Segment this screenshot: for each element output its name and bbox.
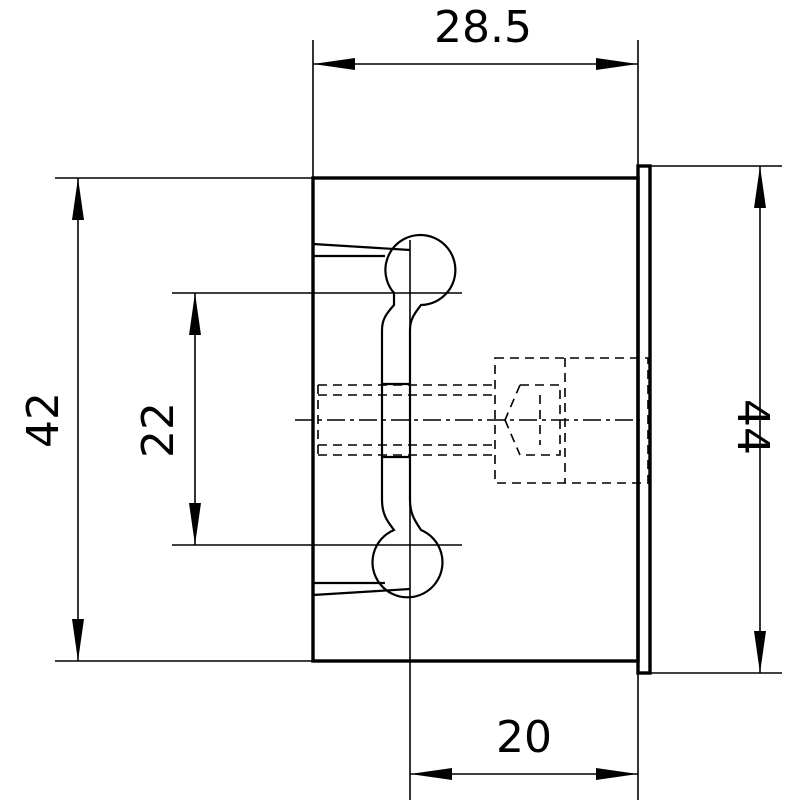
dimension-right-height: 44 [727,166,778,673]
center-lines [295,240,640,600]
label-left-height: 42 [18,392,69,448]
dimension-bottom-width: 20 [410,712,638,780]
keyhole-slot [371,233,457,599]
label-right-height: 44 [727,399,778,455]
label-pitch: 22 [133,402,184,458]
dimension-top-width: 28.5 [313,2,638,70]
extension-lines [55,40,782,800]
dimension-left-height: 42 [18,178,84,661]
wedge-tabs [312,242,411,597]
dimension-pitch: 22 [133,293,201,545]
label-bottom-width: 20 [496,712,552,763]
label-top-width: 28.5 [434,2,532,53]
